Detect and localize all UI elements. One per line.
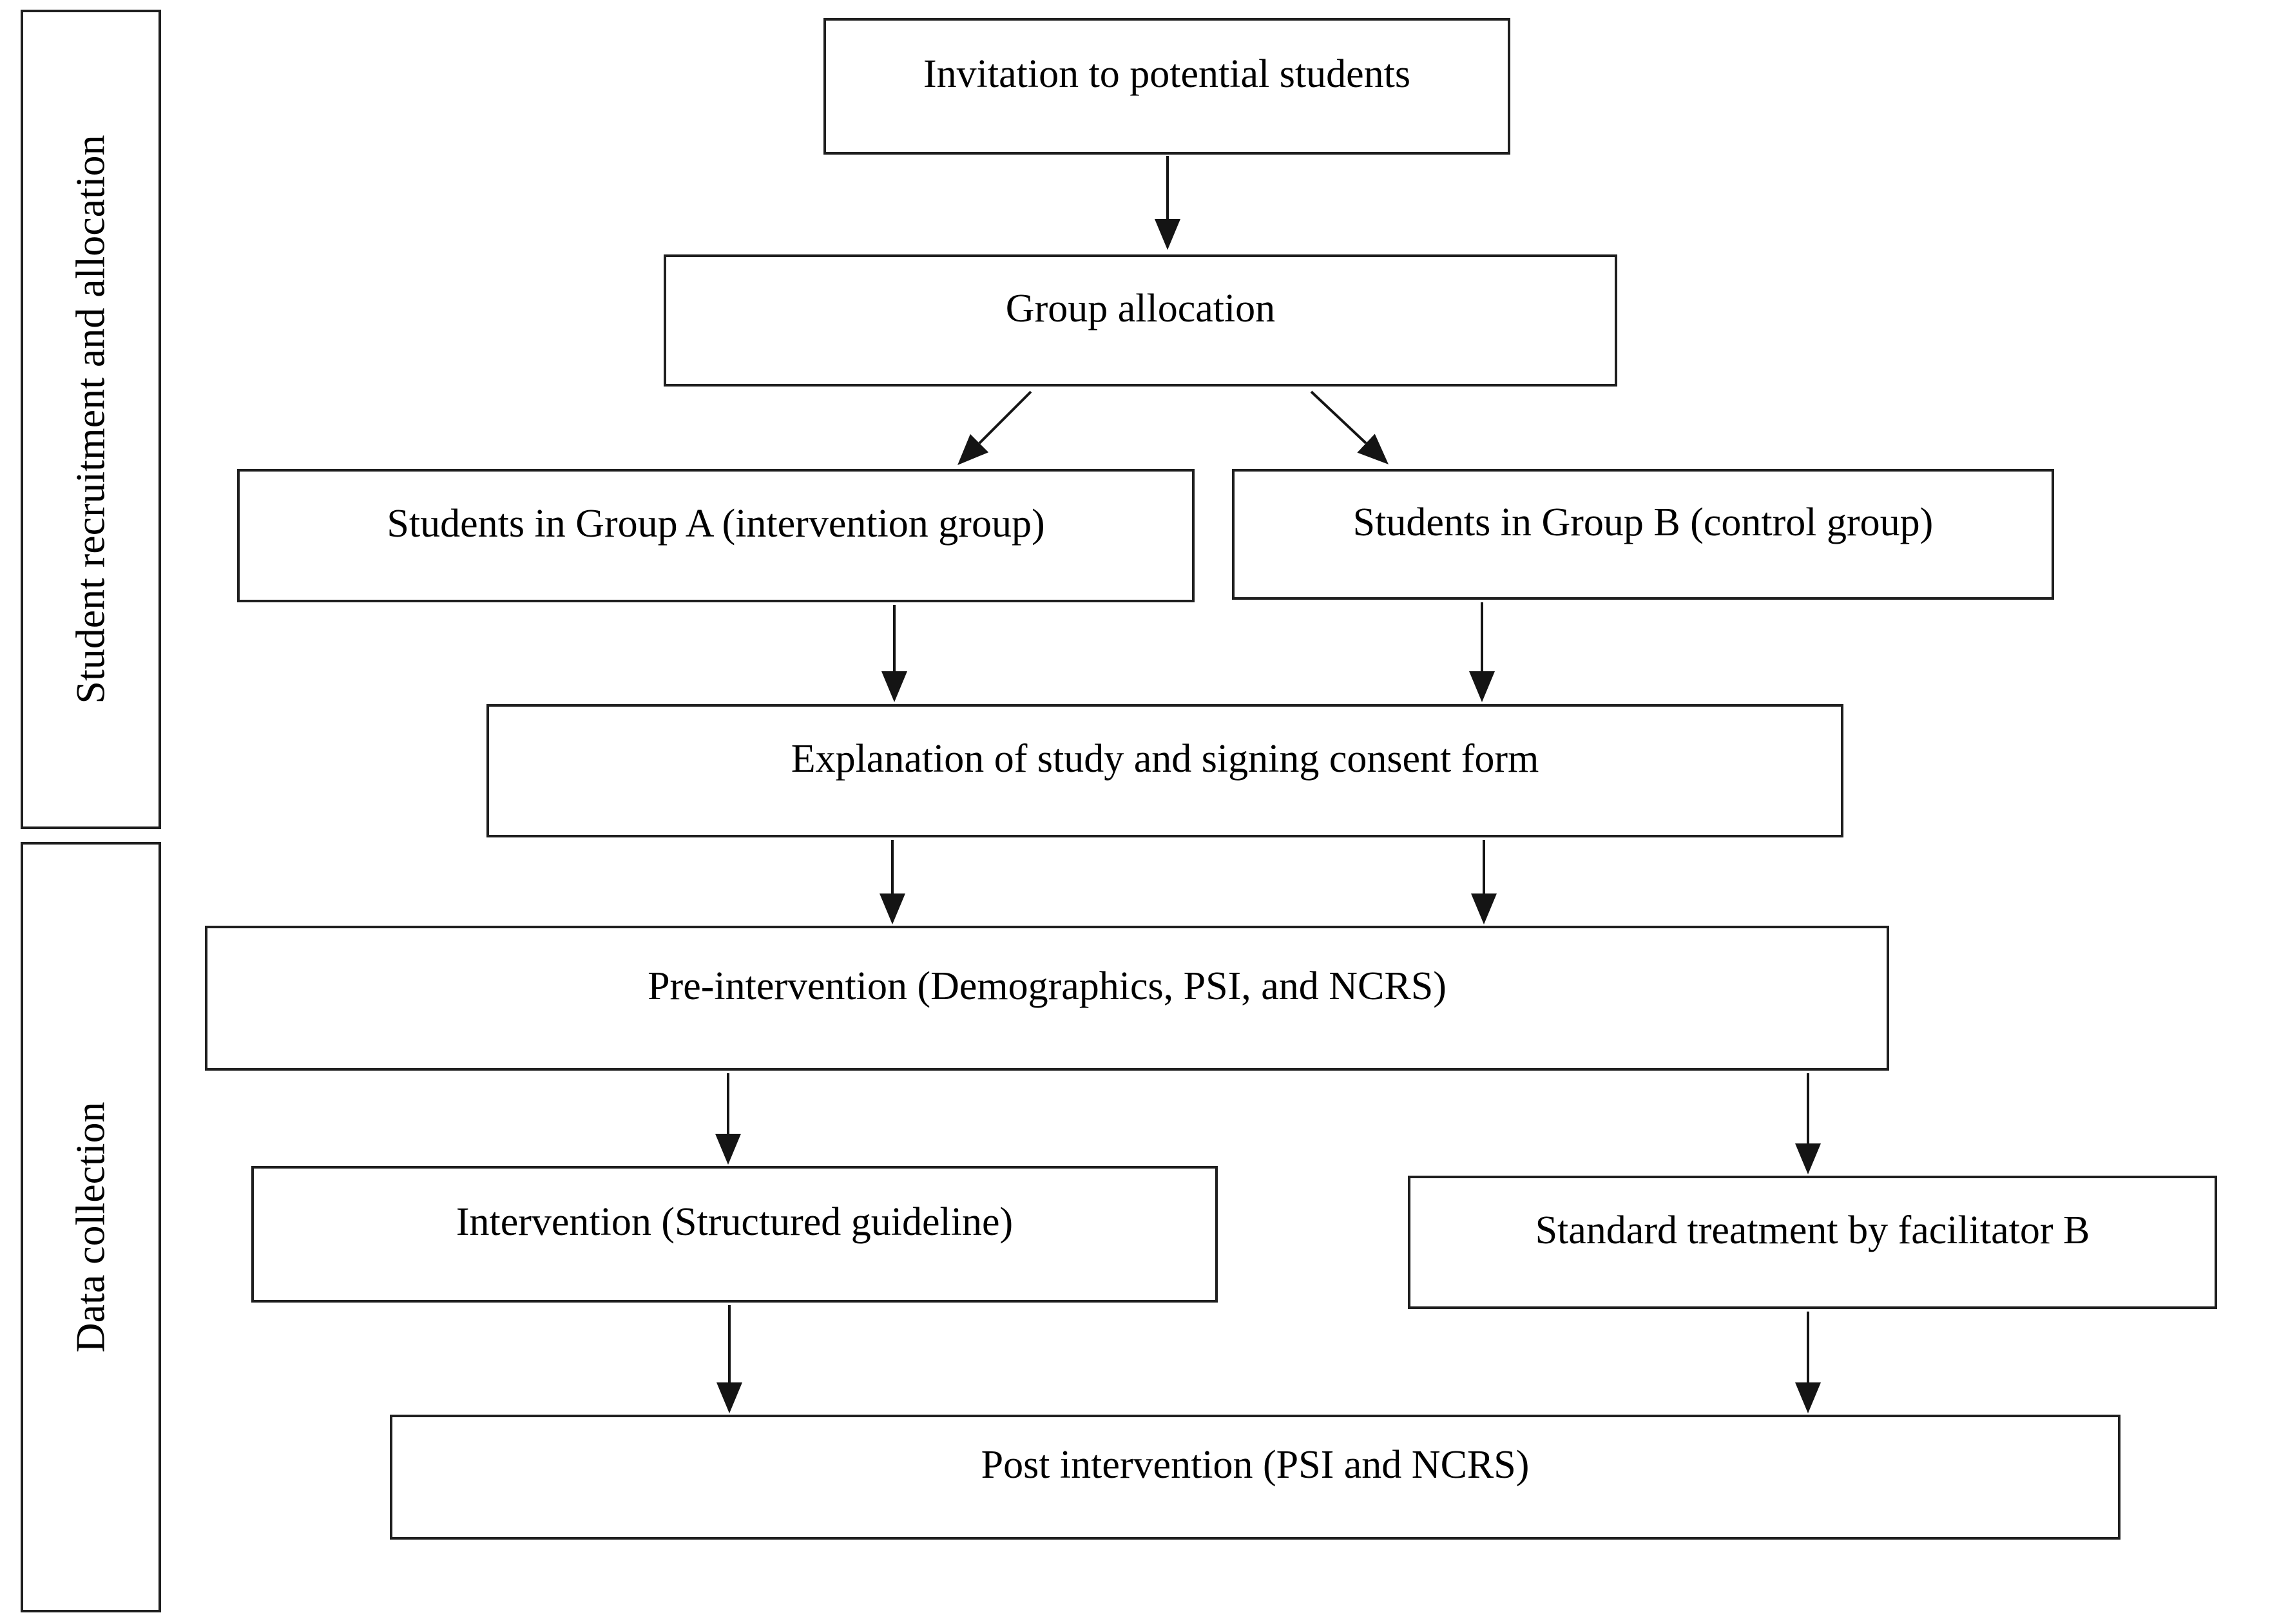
node-standard-treatment-label: Standard treatment by facilitator B: [1535, 1208, 2090, 1252]
node-group-b-label: Students in Group B (control group): [1352, 500, 1934, 544]
phase-band-recruitment: Student recruitment and allocation: [21, 10, 161, 829]
node-pre-intervention-label: Pre-intervention (Demographics, PSI, and…: [648, 964, 1447, 1008]
node-pre-intervention: Pre-intervention (Demographics, PSI, and…: [205, 926, 1889, 1071]
node-invitation: Invitation to potential students: [823, 18, 1510, 155]
node-standard-treatment: Standard treatment by facilitator B: [1408, 1176, 2217, 1309]
arrow-allocation-to-group-a: [957, 390, 1032, 465]
node-invitation-label: Invitation to potential students: [923, 52, 1410, 97]
node-explanation-consent-label: Explanation of study and signing consent…: [791, 736, 1539, 781]
node-group-a: Students in Group A (intervention group): [237, 469, 1195, 602]
node-intervention-label: Intervention (Structured guideline): [456, 1200, 1014, 1245]
phase-band-data-collection: Data collection: [21, 842, 161, 1612]
node-group-b: Students in Group B (control group): [1232, 469, 2054, 600]
phase-label-data-collection: Data collection: [68, 1102, 113, 1353]
phase-label-recruitment: Student recruitment and allocation: [68, 135, 113, 704]
arrow-allocation-to-group-b: [1310, 390, 1389, 464]
node-group-a-label: Students in Group A (intervention group): [387, 501, 1045, 546]
node-group-allocation-label: Group allocation: [1005, 286, 1276, 330]
node-post-intervention-label: Post intervention (PSI and NCRS): [981, 1443, 1530, 1487]
node-post-intervention: Post intervention (PSI and NCRS): [390, 1415, 2120, 1540]
node-explanation-consent: Explanation of study and signing consent…: [486, 704, 1843, 837]
node-intervention: Intervention (Structured guideline): [251, 1166, 1218, 1303]
node-group-allocation: Group allocation: [664, 254, 1617, 387]
